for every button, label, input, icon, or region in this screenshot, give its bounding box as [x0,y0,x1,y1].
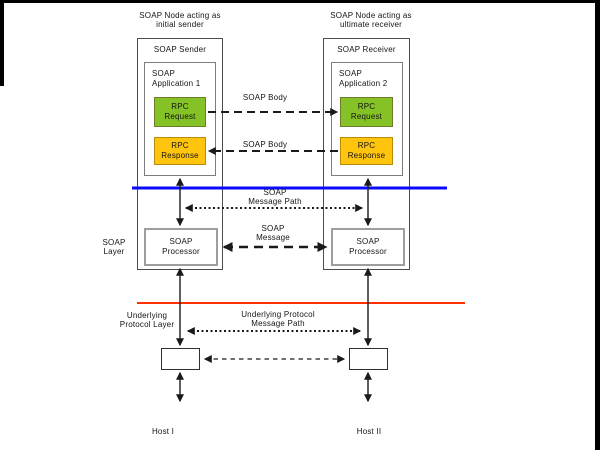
rpc-request-sender-box: RPC Request [154,97,206,127]
underlying-protocol-message-path-label: Underlying Protocol Message Path [241,310,315,328]
rpc-request-sender-label: RPC Request [164,102,196,121]
rpc-request-receiver-box: RPC Request [340,97,393,127]
soap-processor-receiver-label: SOAP Processor [349,237,387,256]
right-border-bar [595,0,600,450]
soap-processor-receiver-box: SOAP Processor [331,228,405,266]
left-border-bar [0,0,4,86]
underlying-protocol-layer-label: Underlying Protocol Layer [119,311,175,329]
rpc-response-receiver-label: RPC Response [347,141,386,160]
rpc-response-receiver-box: RPC Response [340,137,393,165]
rpc-response-sender-label: RPC Response [161,141,199,160]
soap-message-path-label: SOAP Message Path [248,188,302,206]
soap-application-1-label: SOAP Application 1 [152,69,201,88]
protocol-binding-right-box [349,348,388,370]
soap-message-label: SOAP Message [256,224,290,242]
node-label-ultimate-receiver: SOAP Node acting as ultimate receiver [330,11,412,29]
rpc-response-sender-box: RPC Response [154,137,206,165]
top-border-bar [0,0,600,3]
host-1-label: Host I [151,427,175,436]
soap-application-2-label: SOAP Application 2 [339,69,388,88]
node-label-initial-sender: SOAP Node acting as initial sender [139,11,221,29]
soap-processor-sender-label: SOAP Processor [162,237,200,256]
protocol-binding-left-box [161,348,200,370]
soap-processor-sender-box: SOAP Processor [144,228,218,266]
soap-layer-label: SOAP Layer [102,238,126,256]
soap-receiver-title: SOAP Receiver [337,45,396,54]
soap-sender-title: SOAP Sender [153,45,207,54]
soap-body-top-label: SOAP Body [242,93,288,102]
soap-body-bottom-label: SOAP Body [242,140,288,149]
host-2-label: Host II [356,427,382,436]
rpc-request-receiver-label: RPC Request [350,102,383,121]
